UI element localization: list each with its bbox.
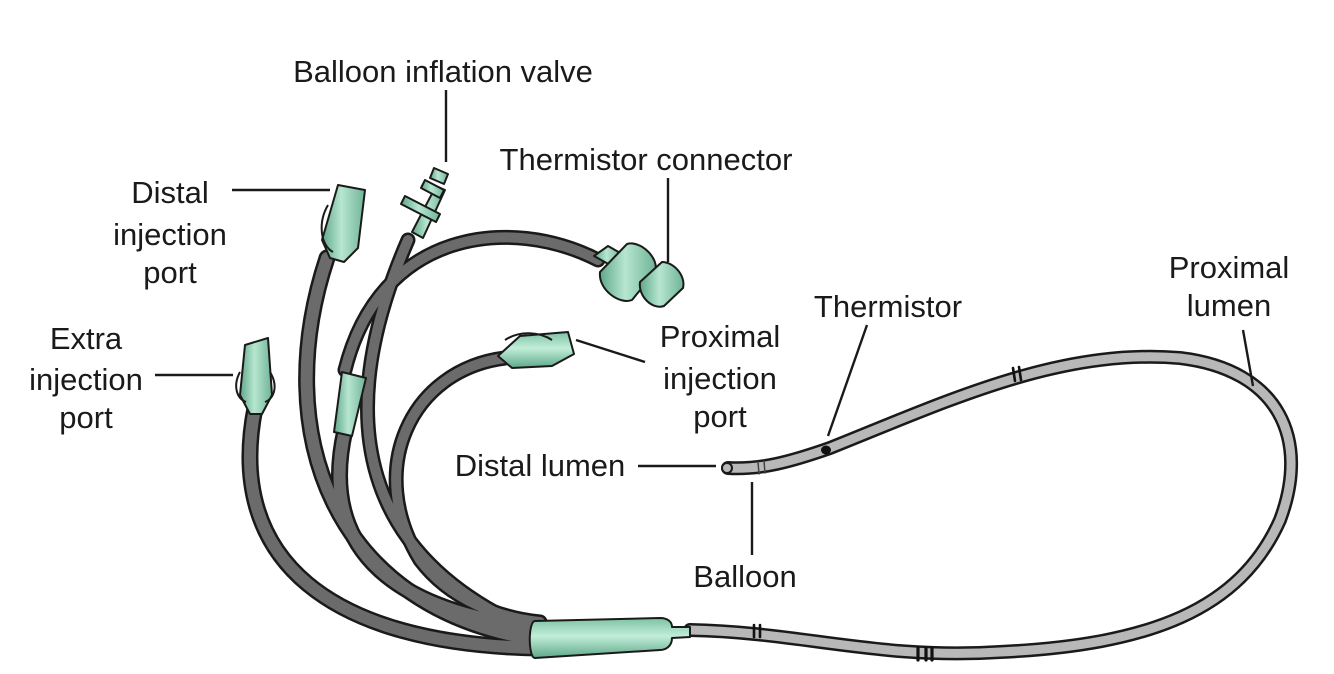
depth-marker	[1011, 365, 1023, 383]
tube-hub	[333, 424, 546, 634]
depth-marker	[752, 623, 762, 639]
proximal-injection-port-connector	[497, 331, 575, 369]
label-distal-injection-port-1: Distal	[131, 175, 209, 210]
connectors	[235, 167, 691, 659]
catheter-hub	[528, 617, 691, 659]
label-distal-injection-port-3: port	[143, 255, 197, 290]
junction-connector	[333, 371, 367, 437]
leader-lines	[155, 90, 1255, 555]
label-proximal-injection-port-3: port	[693, 399, 747, 434]
dark-tubes	[241, 229, 606, 657]
label-distal-lumen: Distal lumen	[455, 448, 626, 483]
tube-thermistor	[340, 232, 603, 375]
balloon-inflation-valve-connector	[400, 167, 449, 239]
extra-injection-port-connector	[239, 337, 273, 415]
thermistor-bead	[821, 445, 831, 455]
tube-extra-port	[244, 402, 546, 654]
label-balloon-inflation-valve: Balloon inflation valve	[293, 54, 593, 89]
leader-thermistor	[826, 324, 869, 437]
label-thermistor: Thermistor	[814, 289, 962, 324]
text-labels: Balloon inflation valve Thermistor conne…	[29, 54, 1289, 594]
label-proximal-lumen-1: Proximal	[1169, 250, 1290, 285]
leader-proximal-lumen	[1241, 329, 1255, 387]
leader-proximal-injection-port	[575, 338, 646, 364]
catheter-tip	[721, 462, 733, 474]
tube-proximal-port-outline	[388, 350, 548, 630]
label-extra-injection-port-3: port	[59, 400, 113, 435]
thermistor-connector-plug	[593, 242, 685, 308]
tube-proximal-port	[391, 353, 545, 627]
label-proximal-injection-port-2: injection	[663, 361, 777, 396]
label-proximal-lumen-2: lumen	[1187, 288, 1271, 323]
label-proximal-injection-port-1: Proximal	[660, 319, 781, 354]
label-extra-injection-port-1: Extra	[50, 321, 123, 356]
label-balloon: Balloon	[693, 559, 796, 594]
label-extra-injection-port-2: injection	[29, 362, 143, 397]
depth-marker	[916, 646, 934, 662]
main-catheter	[683, 349, 1299, 662]
tube-distal-port	[300, 252, 546, 646]
label-thermistor-connector: Thermistor connector	[500, 142, 793, 177]
distal-injection-port-connector	[321, 184, 366, 263]
label-distal-injection-port-2: injection	[113, 217, 227, 252]
